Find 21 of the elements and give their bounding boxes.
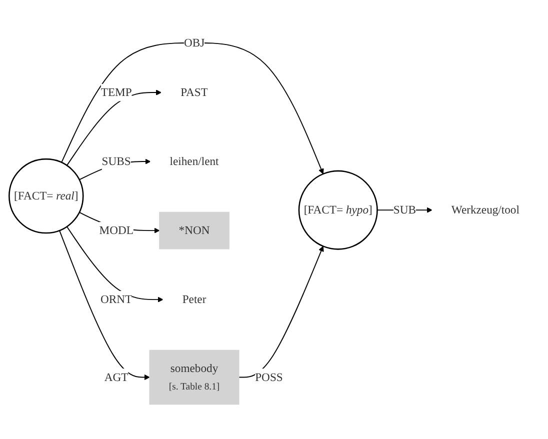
arrow bbox=[66, 90, 162, 166]
edge-label: ORNT bbox=[100, 293, 132, 306]
node-text: Werkzeug/tool bbox=[451, 204, 520, 216]
edge-label: AGT bbox=[104, 370, 128, 384]
edge-label: OBJ bbox=[184, 36, 205, 50]
node-text: leihen/lent bbox=[170, 155, 219, 168]
node-circle: [FACT= real] bbox=[8, 158, 84, 234]
edge-label: SUB bbox=[393, 204, 416, 216]
node-text: PAST bbox=[180, 86, 208, 99]
node-circle: [FACT= hypo] bbox=[298, 170, 378, 250]
edge-label: TEMP bbox=[100, 86, 132, 99]
arrow bbox=[66, 226, 164, 303]
edge-label: POSS bbox=[255, 370, 283, 384]
edge-label: SUBS bbox=[102, 155, 131, 168]
arrow bbox=[238, 246, 324, 378]
node-text: Peter bbox=[182, 293, 206, 306]
node-box: somebody [s. Table 8.1] bbox=[149, 350, 240, 405]
edge-label: MODL bbox=[99, 224, 134, 237]
arrow bbox=[59, 230, 150, 380]
node-box: *NON bbox=[159, 212, 230, 250]
arrow bbox=[61, 42, 324, 174]
